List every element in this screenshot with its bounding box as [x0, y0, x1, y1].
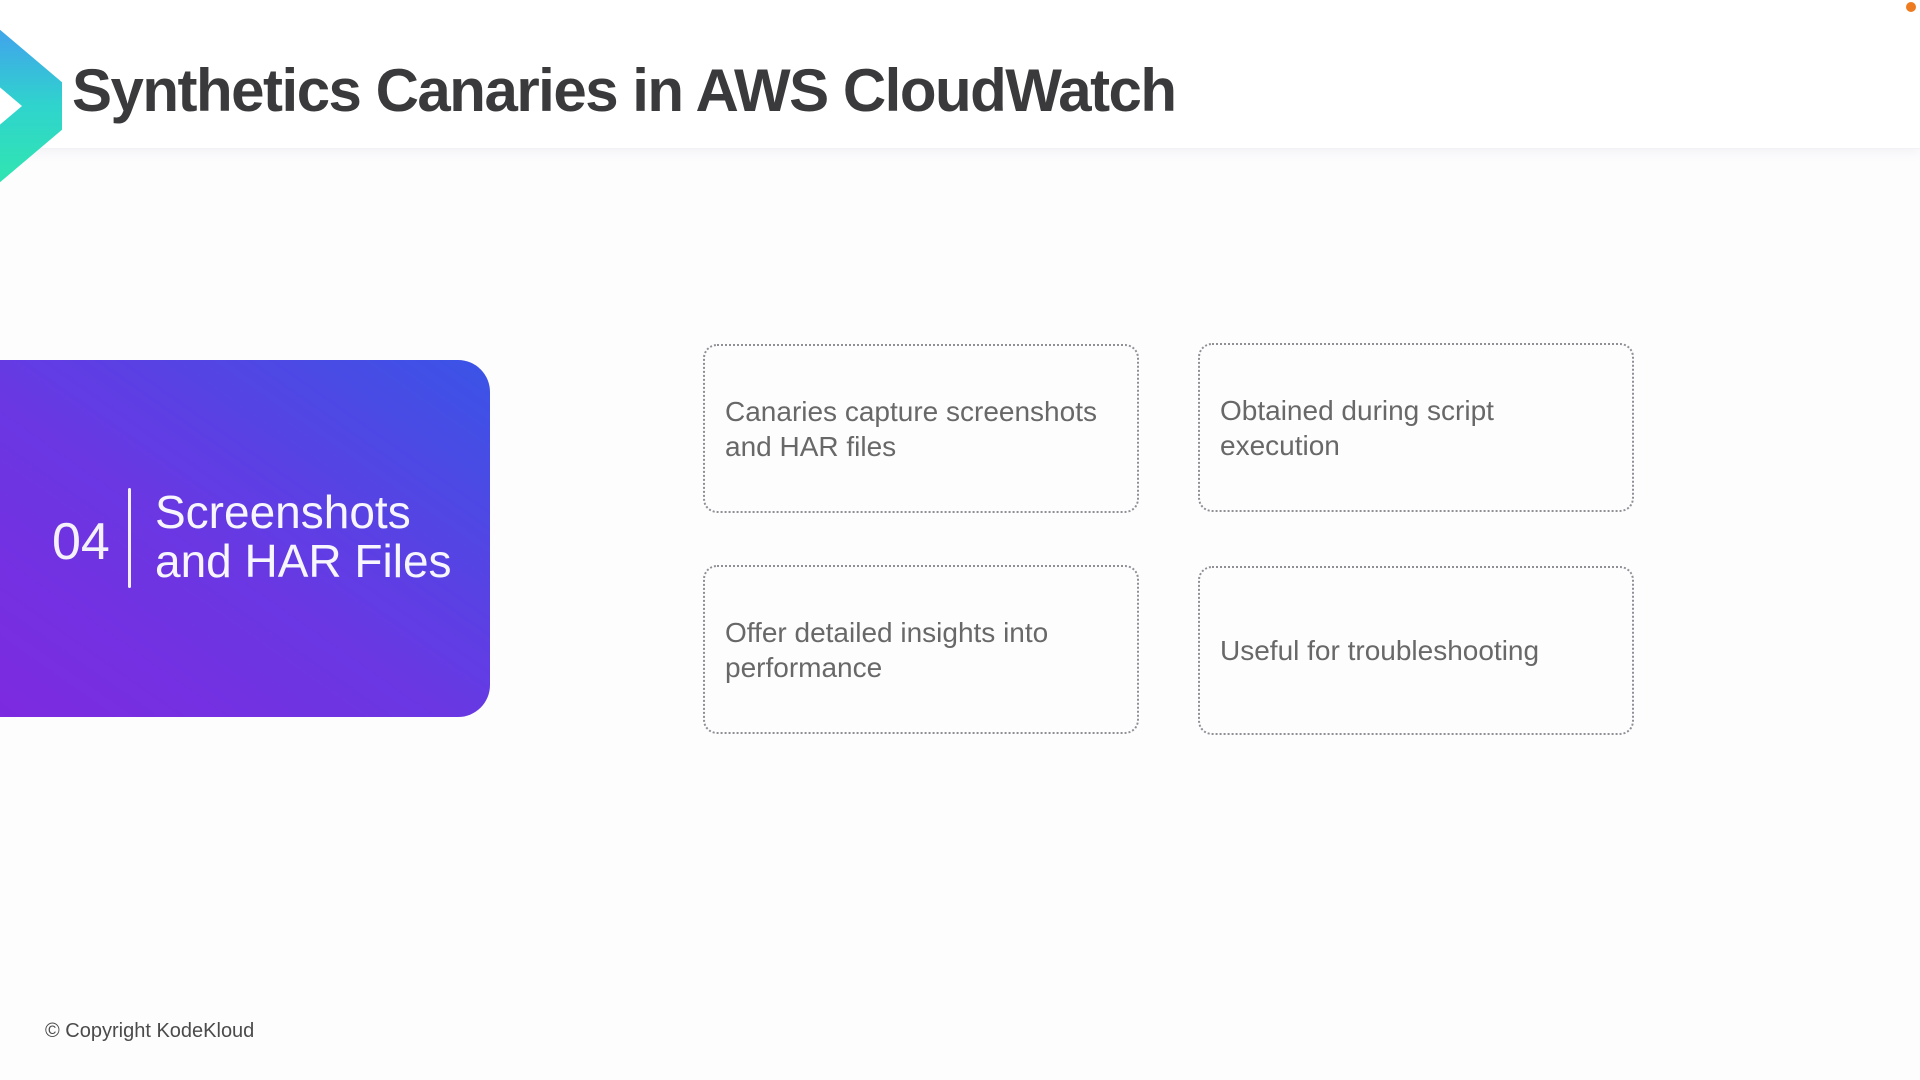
point-box-4: Useful for troubleshooting — [1198, 566, 1634, 735]
section-divider — [128, 488, 131, 588]
section-title: Screenshots and HAR Files — [155, 486, 452, 588]
kodekloud-chevron-icon — [0, 18, 62, 188]
point-box-3: Offer detailed insights into performance — [703, 565, 1139, 734]
accent-dot — [1906, 2, 1916, 12]
point-box-1: Canaries capture screenshots and HAR fil… — [703, 344, 1139, 513]
point-text-2: Obtained during script execution — [1220, 394, 1494, 461]
point-text-1: Canaries capture screenshots and HAR fil… — [725, 395, 1097, 462]
header-band: Synthetics Canaries in AWS CloudWatch — [0, 0, 1920, 149]
point-text-4: Useful for troubleshooting — [1220, 635, 1540, 666]
section-number: 04 — [52, 513, 110, 571]
page-title: Synthetics Canaries in AWS CloudWatch — [72, 57, 1177, 124]
point-text-3: Offer detailed insights into performance — [725, 616, 1049, 683]
footer-copyright: © Copyright KodeKloud — [45, 1020, 255, 1042]
section-card: 04 Screenshots and HAR Files — [0, 360, 490, 717]
point-box-2: Obtained during script execution — [1198, 343, 1634, 512]
